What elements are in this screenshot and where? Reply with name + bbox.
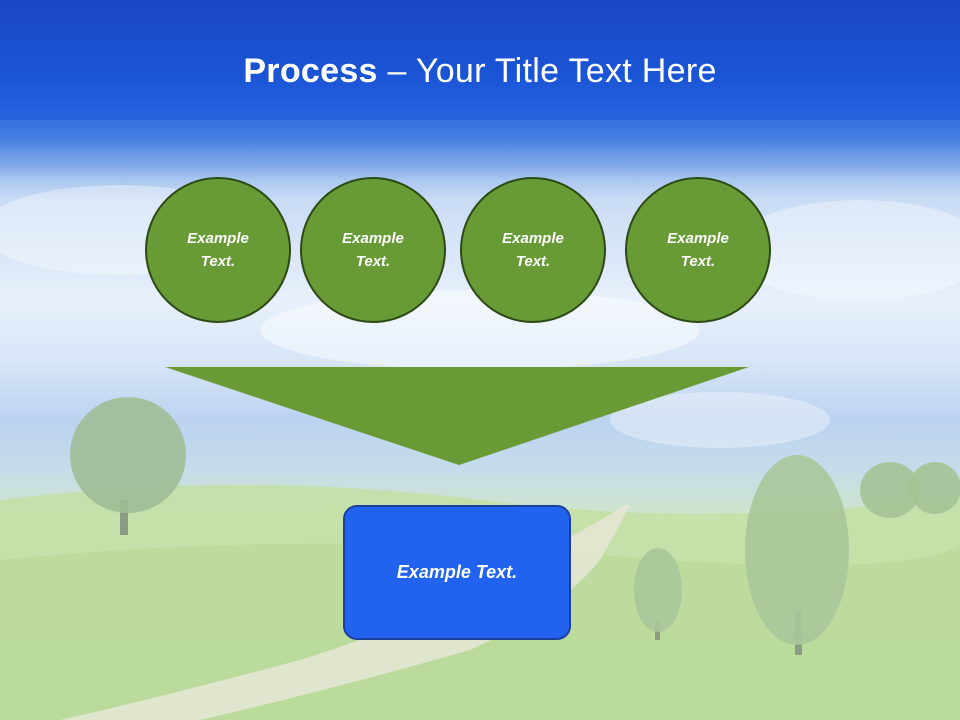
slide-title: Process – Your Title Text Here bbox=[0, 52, 960, 91]
tree-canopy bbox=[634, 548, 682, 632]
title-banner bbox=[0, 0, 960, 128]
step-circle-3[interactable]: Example Text. bbox=[460, 177, 606, 323]
down-funnel-triangle-icon bbox=[165, 367, 749, 465]
tree-trunk bbox=[120, 500, 128, 535]
step-label: Example Text. bbox=[502, 230, 564, 270]
tree-canopy bbox=[745, 455, 849, 645]
step-circle-4[interactable]: Example Text. bbox=[625, 177, 771, 323]
step-label: Example Text. bbox=[342, 230, 404, 270]
sky-haze bbox=[0, 120, 960, 180]
cloud bbox=[730, 200, 960, 300]
step-label: Example Text. bbox=[187, 230, 249, 270]
result-box[interactable]: Example Text. bbox=[343, 505, 571, 640]
step-circle-2[interactable]: Example Text. bbox=[300, 177, 446, 323]
title-strong: Process bbox=[243, 52, 378, 90]
tree-canopy bbox=[909, 462, 960, 514]
title-rest: – Your Title Text Here bbox=[377, 52, 717, 90]
step-label: Example Text. bbox=[667, 230, 729, 270]
cloud bbox=[610, 392, 830, 448]
tree-canopy bbox=[70, 397, 186, 513]
result-label: Example Text. bbox=[396, 562, 518, 582]
step-circle-1[interactable]: Example Text. bbox=[145, 177, 291, 323]
tree-canopy bbox=[860, 462, 920, 518]
